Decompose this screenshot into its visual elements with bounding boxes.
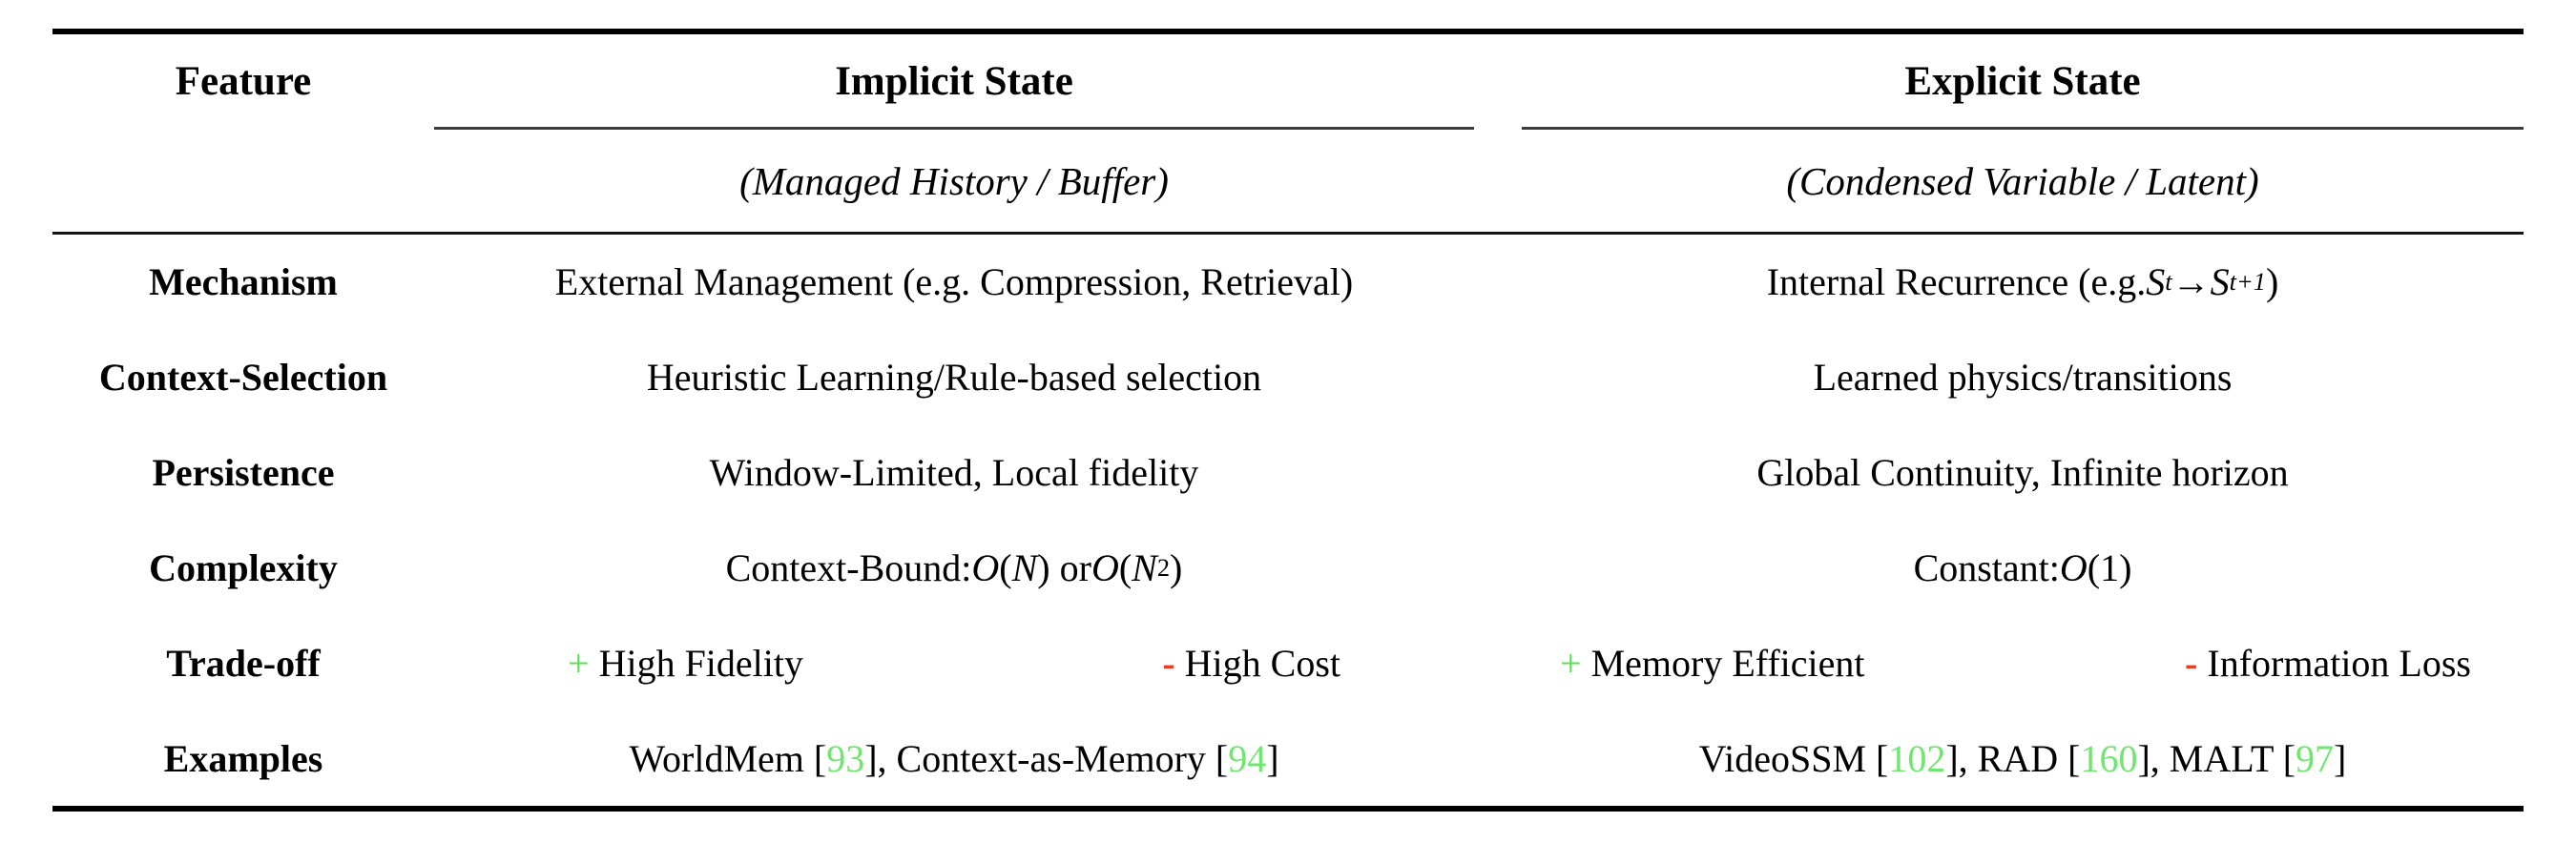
- math-variable: O: [971, 545, 1000, 589]
- table-row-mechanism: Mechanism External Management (e.g. Comp…: [52, 234, 2524, 329]
- text: VideoSSM [: [1698, 736, 1889, 780]
- header-row: Feature Implicit State Explicit State: [52, 34, 2524, 129]
- row-label-complexity: Complexity: [149, 545, 338, 589]
- complexity-explicit-cell: Constant: O(1): [1522, 520, 2524, 615]
- citation-link[interactable]: 160: [2080, 736, 2138, 780]
- table-row-context-selection: Context-Selection Heuristic Learning/Rul…: [52, 329, 2524, 424]
- tradeoff-implicit-cell: + High Fidelity - High Cost: [434, 615, 1474, 710]
- text: ], RAD [: [1945, 736, 2081, 780]
- text: (: [1118, 545, 1132, 589]
- math-variable: N: [1132, 545, 1157, 589]
- text: Constant:: [1913, 545, 2060, 589]
- text: External Management (e.g. Compression, R…: [554, 259, 1354, 303]
- comparison-table: Feature Implicit State Explicit State (M…: [52, 34, 2524, 806]
- math-variable: S: [2146, 259, 2166, 303]
- text: WorldMem [: [629, 736, 827, 780]
- mechanism-implicit-cell: External Management (e.g. Compression, R…: [434, 234, 1474, 329]
- text: ) or: [1037, 545, 1091, 589]
- text: →: [2171, 259, 2211, 303]
- examples-explicit-cell: VideoSSM [102], RAD [160], MALT [97]: [1522, 710, 2524, 806]
- text: ], MALT [: [2137, 736, 2296, 780]
- minus-sign: -: [2185, 641, 2198, 685]
- math-subscript: t+1: [2229, 266, 2266, 296]
- text: ]: [1266, 736, 1279, 780]
- citation-link[interactable]: 94: [1228, 736, 1267, 780]
- examples-implicit-cell: WorldMem [93], Context-as-Memory [94]: [434, 710, 1474, 806]
- text: High Fidelity: [589, 641, 804, 685]
- row-label-persistence: Persistence: [152, 450, 335, 494]
- math-variable: N: [1011, 545, 1038, 589]
- implicit-header-underline: [434, 127, 1474, 130]
- text: ]: [2334, 736, 2347, 780]
- explicit-header-underline: [1522, 127, 2524, 130]
- text: Context-Bound:: [725, 545, 972, 589]
- text: Window-Limited, Local fidelity: [709, 450, 1199, 494]
- text: ], Context-as-Memory [: [864, 736, 1229, 780]
- subtitle-row: (Managed History / Buffer) (Condensed Va…: [52, 129, 2524, 234]
- tradeoff-implicit-con: - High Cost: [1162, 641, 1340, 686]
- text: Global Continuity, Infinite horizon: [1756, 450, 2289, 494]
- persistence-implicit-cell: Window-Limited, Local fidelity: [434, 424, 1474, 520]
- text: High Cost: [1174, 641, 1340, 685]
- math-subscript: t: [2165, 266, 2172, 296]
- table-row-persistence: Persistence Window-Limited, Local fideli…: [52, 424, 2524, 520]
- plus-sign: +: [1560, 641, 1582, 685]
- tradeoff-explicit-con: - Information Loss: [2185, 641, 2471, 686]
- tradeoff-explicit-cell: + Memory Efficient - Information Loss: [1522, 615, 2524, 710]
- persistence-explicit-cell: Global Continuity, Infinite horizon: [1522, 424, 2524, 520]
- text: (: [999, 545, 1012, 589]
- math-variable: O: [2059, 545, 2088, 589]
- table-mid-rule: [52, 232, 2524, 235]
- row-label-mechanism: Mechanism: [149, 259, 338, 303]
- text: Memory Efficient: [1581, 641, 1865, 685]
- math-variable: O: [1091, 545, 1119, 589]
- context-selection-explicit-cell: Learned physics/transitions: [1522, 329, 2524, 424]
- math-superscript: 2: [1156, 552, 1171, 582]
- table-row-examples: Examples WorldMem [93], Context-as-Memor…: [52, 710, 2524, 806]
- context-selection-implicit-cell: Heuristic Learning/Rule-based selection: [434, 329, 1474, 424]
- table-bottom-rule: [52, 806, 2524, 812]
- citation-link[interactable]: 93: [826, 736, 865, 780]
- text: Information Loss: [2197, 641, 2471, 685]
- implicit-subtitle: (Managed History / Buffer): [739, 159, 1169, 203]
- text: Internal Recurrence (e.g.: [1766, 259, 2147, 303]
- text: ): [1170, 545, 1183, 589]
- plus-sign: +: [568, 641, 590, 685]
- tradeoff-implicit-pro: + High Fidelity: [568, 641, 803, 686]
- text: ): [2265, 259, 2279, 303]
- table-top-rule: [52, 29, 2524, 34]
- implicit-state-header: Implicit State: [835, 59, 1073, 104]
- minus-sign: -: [1162, 641, 1175, 685]
- citation-link[interactable]: 97: [2296, 736, 2335, 780]
- tradeoff-explicit-pro: + Memory Efficient: [1560, 641, 1865, 686]
- citation-link[interactable]: 102: [1888, 736, 1946, 780]
- row-label-context-selection: Context-Selection: [98, 355, 388, 399]
- explicit-subtitle: (Condensed Variable / Latent): [1786, 159, 2259, 203]
- text: Heuristic Learning/Rule-based selection: [646, 355, 1262, 399]
- feature-column-header: Feature: [175, 59, 312, 104]
- row-label-tradeoff: Trade-off: [166, 641, 321, 685]
- text: (1): [2087, 545, 2132, 589]
- row-label-examples: Examples: [163, 736, 323, 780]
- explicit-state-header: Explicit State: [1904, 59, 2141, 104]
- table-row-tradeoff: Trade-off + High Fidelity - High Cost + …: [52, 615, 2524, 710]
- text: Learned physics/transitions: [1813, 355, 2233, 399]
- math-variable: S: [2210, 259, 2230, 303]
